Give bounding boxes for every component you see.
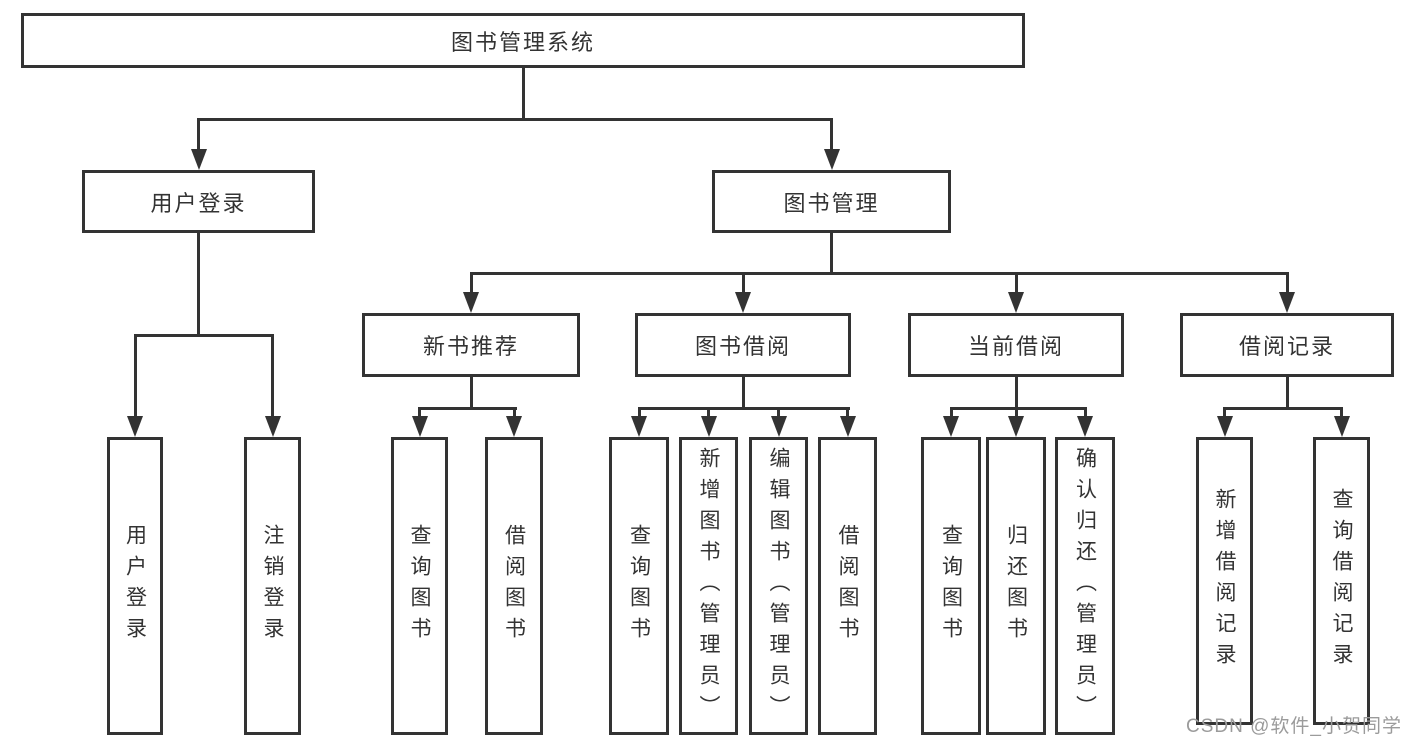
node-user-login: 用户登录	[82, 170, 315, 233]
node-book-management: 图书管理	[712, 170, 951, 233]
arrowhead-down-icon	[506, 416, 522, 437]
connector-line	[470, 377, 473, 409]
arrowhead-down-icon	[1217, 416, 1233, 437]
connector-line	[418, 407, 421, 418]
node-current-borrowing: 当前借阅	[908, 313, 1124, 377]
arrowhead-down-icon	[463, 292, 479, 313]
connector-line	[1223, 407, 1343, 410]
connector-line	[271, 334, 274, 418]
connector-line	[846, 407, 849, 418]
connector-line	[777, 407, 780, 418]
connector-line	[830, 118, 833, 152]
connector-line	[197, 118, 200, 152]
connector-line	[742, 377, 745, 409]
arrowhead-down-icon	[771, 416, 787, 437]
arrowhead-down-icon	[127, 416, 143, 437]
connector-line	[1015, 377, 1018, 409]
arrowhead-down-icon	[631, 416, 647, 437]
leaf-return-books: 归还图书	[986, 437, 1046, 735]
arrowhead-down-icon	[840, 416, 856, 437]
leaf-add-books-admin: 新增图书（管理员）	[679, 437, 738, 735]
connector-line	[470, 272, 1289, 275]
node-library-management-system: 图书管理系统	[21, 13, 1025, 68]
arrowhead-down-icon	[1008, 292, 1024, 313]
leaf-confirm-return-admin: 确认归还（管理员）	[1055, 437, 1115, 735]
connector-line	[522, 68, 525, 120]
arrowhead-down-icon	[1334, 416, 1350, 437]
connector-line	[1084, 407, 1087, 418]
node-book-borrowing: 图书借阅	[635, 313, 851, 377]
leaf-logout: 注销登录	[244, 437, 301, 735]
arrowhead-down-icon	[265, 416, 281, 437]
arrowhead-down-icon	[1008, 416, 1024, 437]
leaf-query-books-current: 查询图书	[921, 437, 981, 735]
connector-line	[1015, 407, 1018, 418]
connector-line	[513, 407, 516, 418]
connector-line	[950, 407, 953, 418]
connector-line	[418, 407, 517, 410]
connector-line	[1286, 377, 1289, 409]
leaf-borrow-books: 借阅图书	[818, 437, 877, 735]
node-borrowing-records: 借阅记录	[1180, 313, 1394, 377]
connector-line	[1286, 272, 1289, 295]
leaf-user-login: 用户登录	[107, 437, 163, 735]
connector-line	[742, 272, 745, 295]
arrowhead-down-icon	[701, 416, 717, 437]
leaf-query-books-recommend: 查询图书	[391, 437, 448, 735]
arrowhead-down-icon	[1077, 416, 1093, 437]
arrowhead-down-icon	[191, 149, 207, 170]
connector-line	[830, 233, 833, 275]
connector-line	[707, 407, 710, 418]
connector-line	[134, 334, 273, 337]
connector-line	[950, 407, 1087, 410]
leaf-query-borrow-record: 查询借阅记录	[1313, 437, 1370, 725]
node-new-book-recommend: 新书推荐	[362, 313, 580, 377]
csdn-watermark: CSDN @软件_小贺同学	[1186, 716, 1402, 737]
connector-line	[638, 407, 850, 410]
leaf-add-borrow-record: 新增借阅记录	[1196, 437, 1253, 725]
connector-line	[638, 407, 641, 418]
arrowhead-down-icon	[735, 292, 751, 313]
connector-line	[197, 233, 200, 336]
connector-line	[1223, 407, 1226, 418]
arrowhead-down-icon	[943, 416, 959, 437]
connector-line	[1015, 272, 1018, 295]
connector-line	[134, 334, 137, 418]
connector-line	[1340, 407, 1343, 418]
arrowhead-down-icon	[1279, 292, 1295, 313]
connector-line	[470, 272, 473, 295]
leaf-edit-books-admin: 编辑图书（管理员）	[749, 437, 808, 735]
arrowhead-down-icon	[412, 416, 428, 437]
leaf-borrow-books-recommend: 借阅图书	[485, 437, 543, 735]
leaf-query-books-borrowing: 查询图书	[609, 437, 669, 735]
connector-line	[197, 118, 833, 121]
arrowhead-down-icon	[824, 149, 840, 170]
